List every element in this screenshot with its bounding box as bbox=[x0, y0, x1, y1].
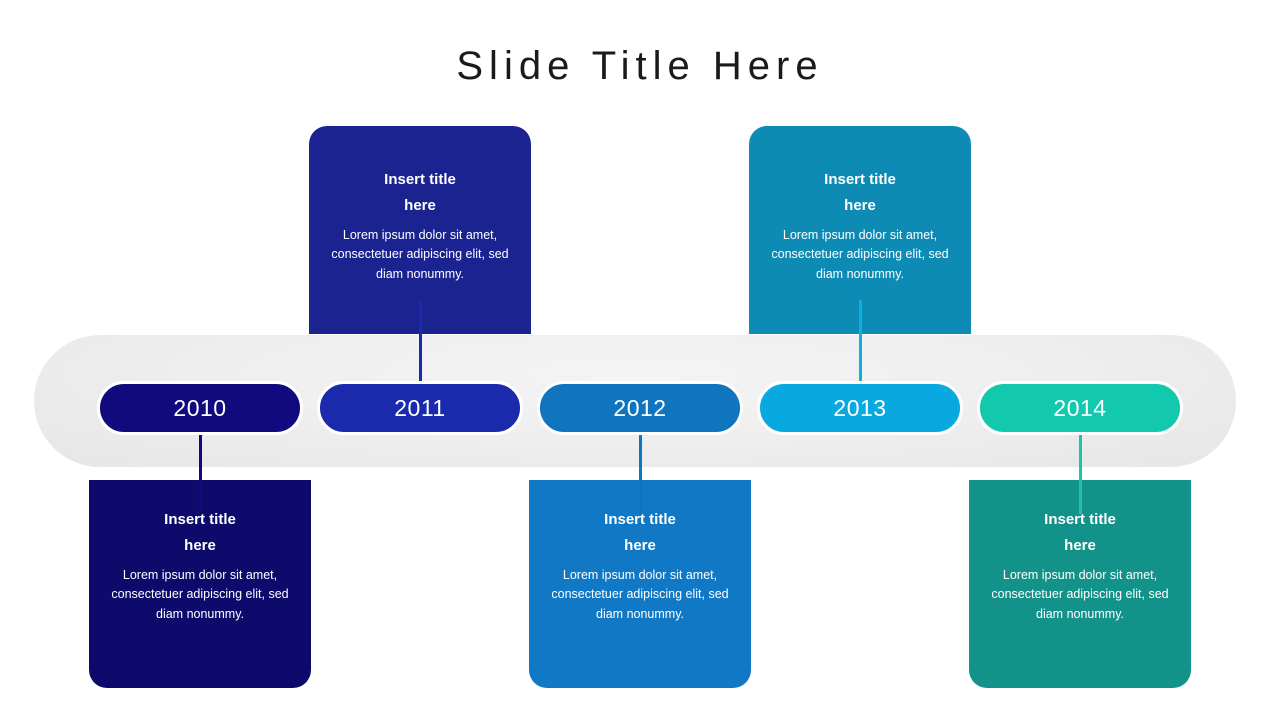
card-body-text: Lorem ipsum dolor sit amet, consectetuer… bbox=[771, 228, 949, 281]
card-title-line-1: Insert title bbox=[384, 171, 456, 188]
card-title: Insert title here bbox=[1044, 507, 1116, 559]
card-title-line-1: Insert title bbox=[604, 511, 676, 528]
year-label: 2010 bbox=[173, 394, 227, 421]
card-title: Insert title here bbox=[824, 167, 896, 219]
card-title-line-2: here bbox=[404, 197, 436, 214]
year-pill-2010[interactable]: 2010 bbox=[97, 381, 303, 435]
card-title: Insert title here bbox=[604, 507, 676, 559]
connector-stem-2012 bbox=[639, 434, 642, 514]
page-title: Slide Title Here bbox=[456, 44, 824, 88]
year-label: 2014 bbox=[1053, 394, 1107, 421]
card-title-line-2: here bbox=[624, 537, 656, 554]
year-pill-2013[interactable]: 2013 bbox=[757, 381, 963, 435]
card-body-text: Lorem ipsum dolor sit amet, consectetuer… bbox=[111, 568, 289, 621]
year-label: 2012 bbox=[613, 394, 667, 421]
year-label: 2011 bbox=[394, 394, 446, 421]
connector-stem-2014 bbox=[1079, 434, 1082, 514]
card-title-line-1: Insert title bbox=[164, 511, 236, 528]
card-title-line-2: here bbox=[1064, 537, 1096, 554]
connector-stem-2010 bbox=[199, 434, 202, 514]
year-label: 2013 bbox=[833, 394, 887, 421]
connector-stem-2011 bbox=[419, 300, 422, 382]
card-body-text: Lorem ipsum dolor sit amet, consectetuer… bbox=[331, 228, 509, 281]
card-title-line-1: Insert title bbox=[1044, 511, 1116, 528]
connector-stem-2013 bbox=[859, 300, 862, 382]
card-title: Insert title here bbox=[164, 507, 236, 559]
card-title-line-2: here bbox=[844, 197, 876, 214]
card-body-text: Lorem ipsum dolor sit amet, consectetuer… bbox=[991, 568, 1169, 621]
card-body-text: Lorem ipsum dolor sit amet, consectetuer… bbox=[551, 568, 729, 621]
year-pill-2014[interactable]: 2014 bbox=[977, 381, 1183, 435]
card-title-line-2: here bbox=[184, 537, 216, 554]
year-pill-2011[interactable]: 2011 bbox=[317, 381, 523, 435]
year-pill-2012[interactable]: 2012 bbox=[537, 381, 743, 435]
card-title: Insert title here bbox=[384, 167, 456, 219]
card-title-line-1: Insert title bbox=[824, 171, 896, 188]
